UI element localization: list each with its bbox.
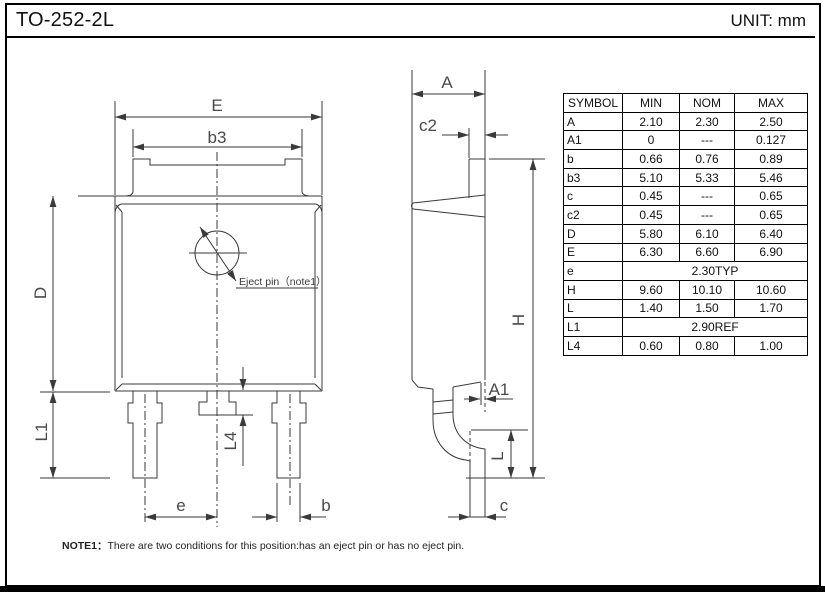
- value-cell: 1.00: [734, 335, 808, 356]
- value-cell: 0.76: [679, 149, 735, 169]
- eject-pin-label: Eject pin（note1）: [239, 276, 327, 288]
- unit-label: UNIT: mm: [730, 10, 806, 30]
- note: NOTE1：There are two conditions for this …: [62, 538, 464, 553]
- value-cell: 0.65: [734, 205, 808, 225]
- value-cell: 0.60: [622, 335, 680, 356]
- dim-label-b: b: [321, 496, 330, 515]
- value-cell: 6.60: [679, 242, 735, 263]
- value-cell: 0.127: [734, 130, 808, 151]
- dim-label-A: A: [441, 73, 453, 92]
- dim-label-b3: b3: [208, 128, 227, 147]
- front-view: E b3 D L1 L4 e b Eject pin（note1）: [31, 96, 331, 527]
- value-cell: 5.33: [679, 167, 735, 188]
- package-title: TO-252-2L: [16, 9, 115, 31]
- value-cell: 0.45: [622, 186, 680, 207]
- value-cell: ---: [679, 186, 735, 207]
- col-header-min: MIN: [622, 93, 680, 113]
- note-label: NOTE1：: [62, 540, 108, 552]
- page-bottom-bar: [0, 586, 825, 592]
- symbol-cell: b: [563, 149, 623, 169]
- front-view-dimensions: [40, 101, 326, 522]
- dim-label-c: c: [500, 496, 509, 515]
- value-cell: 0: [622, 130, 680, 151]
- value-cell: 2.30: [679, 111, 735, 132]
- side-view-outline: [411, 70, 486, 518]
- value-cell: 2.30TYP: [622, 261, 808, 281]
- symbol-cell: D: [563, 223, 623, 244]
- col-header-max: MAX: [734, 93, 808, 113]
- value-cell: 10.10: [679, 279, 735, 300]
- value-cell: 0.66: [622, 149, 680, 169]
- value-cell: 0.45: [622, 205, 680, 225]
- value-cell: 6.30: [622, 242, 680, 263]
- value-cell: 1.40: [622, 298, 680, 319]
- dim-label-E: E: [211, 96, 222, 115]
- symbol-cell: c: [563, 186, 623, 207]
- symbol-cell: E: [563, 242, 623, 263]
- value-cell: ---: [679, 205, 735, 225]
- dim-label-D: D: [31, 287, 50, 299]
- value-cell: 1.50: [679, 298, 735, 319]
- symbol-cell: e: [563, 261, 623, 281]
- dim-label-L1: L1: [32, 423, 51, 442]
- symbol-cell: H: [563, 279, 623, 300]
- note-text: There are two conditions for this positi…: [107, 540, 465, 552]
- dim-label-L4: L4: [221, 432, 240, 451]
- symbol-cell: A: [563, 111, 623, 132]
- value-cell: 2.10: [622, 111, 680, 132]
- value-cell: 5.46: [734, 167, 808, 188]
- symbol-cell: c2: [563, 205, 623, 225]
- side-view: A c2 A1 L H c: [411, 70, 545, 521]
- dim-label-e: e: [176, 496, 185, 515]
- dim-label-c2: c2: [419, 116, 437, 135]
- value-cell: 5.10: [622, 167, 680, 188]
- value-cell: 9.60: [622, 279, 680, 300]
- value-cell: 1.70: [734, 298, 808, 319]
- value-cell: 0.80: [679, 335, 735, 356]
- col-header-nom: NOM: [679, 93, 735, 113]
- value-cell: 10.60: [734, 279, 808, 300]
- symbol-cell: L4: [563, 335, 623, 356]
- symbol-cell: A1: [563, 130, 623, 151]
- value-cell: 6.90: [734, 242, 808, 263]
- value-cell: ---: [679, 130, 735, 151]
- symbol-cell: L1: [563, 317, 623, 337]
- side-view-dimensions: [412, 90, 545, 521]
- value-cell: 2.50: [734, 111, 808, 132]
- symbol-cell: b3: [563, 167, 623, 188]
- title-block: TO-252-2L UNIT: mm: [7, 5, 815, 38]
- value-cell: 2.90REF: [622, 317, 808, 337]
- table-header-row: SYMBOL MIN NOM MAX: [563, 93, 808, 113]
- dim-label-H: H: [509, 314, 528, 326]
- dim-label-A1: A1: [489, 380, 510, 399]
- symbol-cell: L: [563, 298, 623, 319]
- value-cell: 6.40: [734, 223, 808, 244]
- value-cell: 5.80: [622, 223, 680, 244]
- dim-label-L: L: [488, 451, 507, 460]
- col-header-symbol: SYMBOL: [563, 93, 623, 113]
- value-cell: 6.10: [679, 223, 735, 244]
- value-cell: 0.65: [734, 186, 808, 207]
- value-cell: 0.89: [734, 149, 808, 169]
